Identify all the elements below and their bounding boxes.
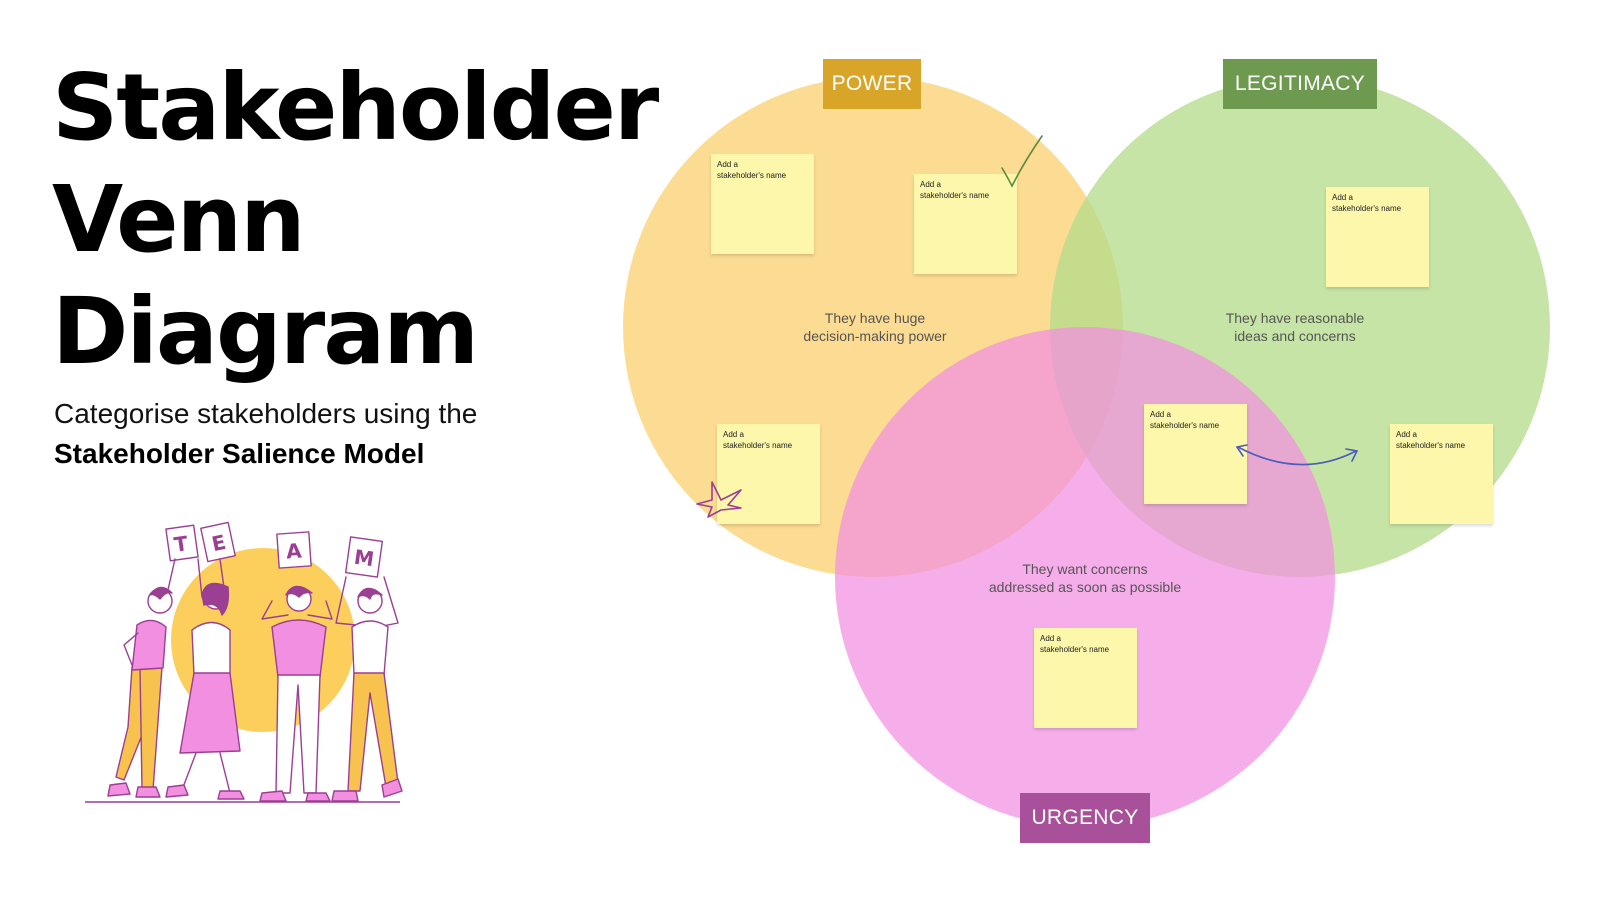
team-letter-a: A [285, 538, 303, 563]
urgency-description: They want concerns addressed as soon as … [988, 561, 1182, 595]
subtitle: Categorise stakeholders using the [54, 398, 478, 429]
team-letter-e: E [210, 530, 228, 556]
title-line-1: Stakeholder [52, 54, 659, 161]
team-letter-t: T [172, 531, 189, 557]
power-label: POWER [823, 59, 921, 109]
team-letter-m: M [353, 545, 376, 572]
legitimacy-label: LEGITIMACY [1223, 59, 1377, 109]
sticky-note-text[interactable]: Add a stakeholder's name [1396, 430, 1466, 450]
person-4 [331, 536, 403, 802]
page-title: Stakeholder Venn Diagram [52, 52, 659, 388]
sticky-note[interactable]: Add a stakeholder's name [711, 154, 814, 254]
sticky-note-text[interactable]: Add a stakeholder's name [1150, 410, 1220, 430]
title-line-3: Diagram [52, 278, 479, 385]
sticky-note[interactable]: Add a stakeholder's name [914, 174, 1017, 274]
sticky-note[interactable]: Add a stakeholder's name [1326, 187, 1429, 287]
sticky-note[interactable]: Add a stakeholder's name [1144, 404, 1247, 504]
title-line-2: Venn [52, 166, 306, 273]
sticky-note-text[interactable]: Add a stakeholder's name [717, 160, 787, 180]
sticky-note[interactable]: Add a stakeholder's name [717, 424, 820, 524]
sticky-note-text[interactable]: Add a stakeholder's name [1040, 634, 1110, 654]
sticky-note-text[interactable]: Add a stakeholder's name [920, 180, 990, 200]
legitimacy-description: They have reasonable ideas and concerns [1225, 310, 1365, 344]
urgency-label: URGENCY [1020, 793, 1150, 843]
person-2 [165, 521, 245, 800]
power-description: They have huge decision-making power [803, 310, 947, 344]
person-1 [107, 524, 199, 798]
subtitle-model-name: Stakeholder Salience Model [54, 438, 425, 469]
sticky-note[interactable]: Add a stakeholder's name [1034, 628, 1137, 728]
team-illustration: T E A M [85, 521, 403, 803]
person-3 [259, 531, 333, 802]
sticky-note[interactable]: Add a stakeholder's name [1390, 424, 1493, 524]
sticky-note-text[interactable]: Add a stakeholder's name [723, 430, 793, 450]
sticky-note-text[interactable]: Add a stakeholder's name [1332, 193, 1402, 213]
